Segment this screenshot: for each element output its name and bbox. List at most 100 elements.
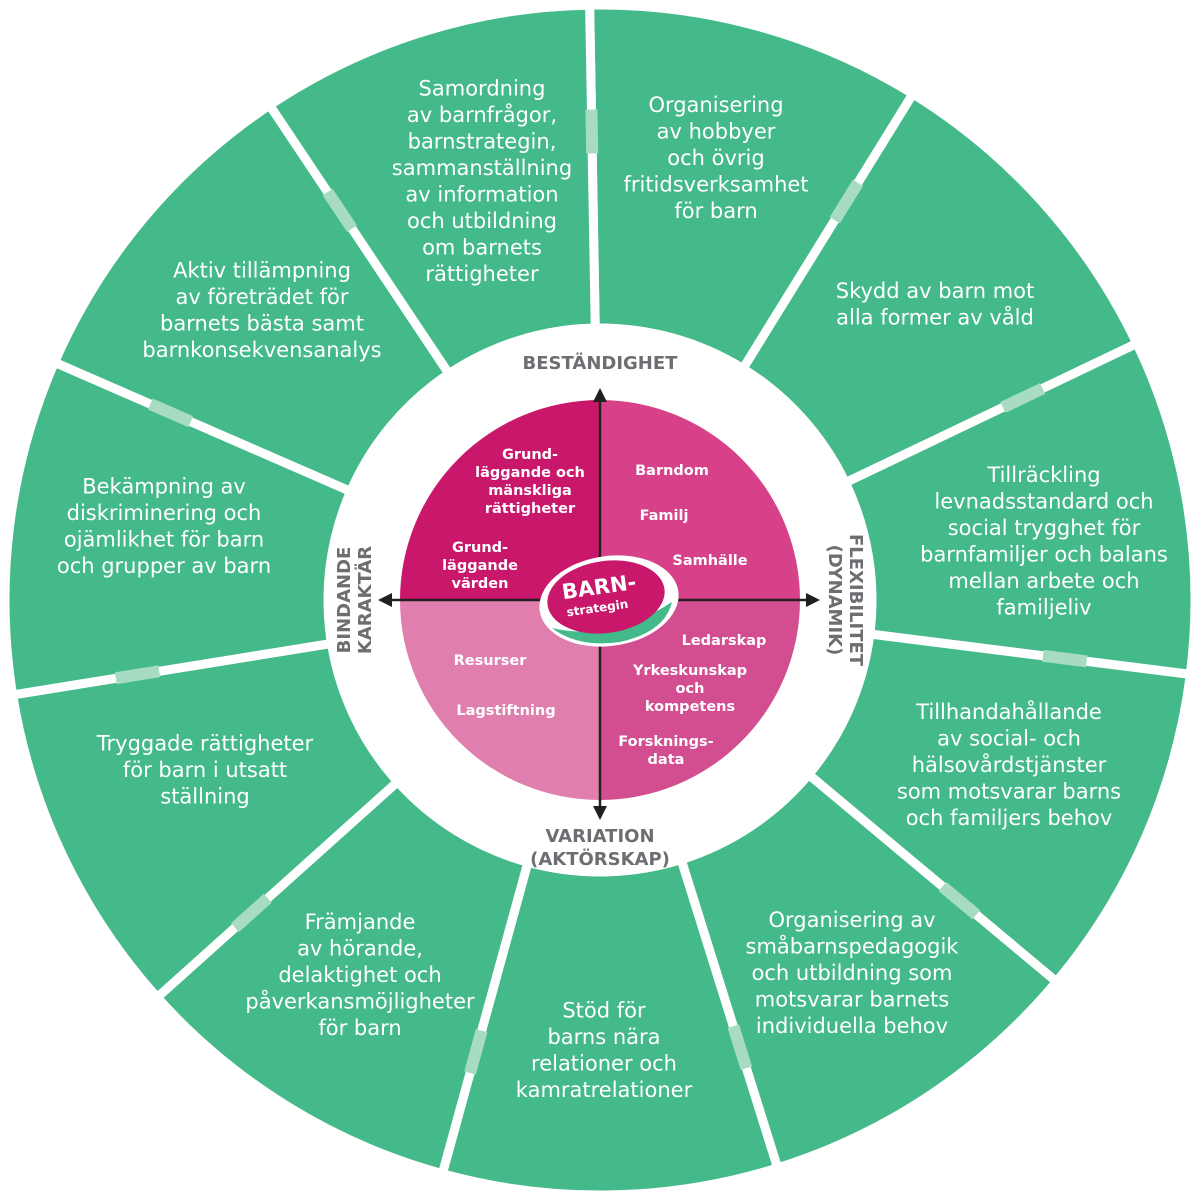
segment-label-line: Organisering av	[768, 908, 935, 932]
quadrant-label-line: Yrkeskunskap	[632, 663, 747, 679]
axis-labels: BESTÄNDIGHET VARIATION (AKTÖRSKAP) BINDA…	[334, 352, 866, 870]
gap-accent	[1042, 649, 1088, 668]
quadrant-label: Yrkeskunskap och kompetens	[632, 663, 747, 715]
gap-accent	[1000, 383, 1046, 413]
segment-label-line: Organisering	[648, 93, 783, 117]
segment-label-line: och övrig	[667, 146, 764, 170]
quadrant-label: Forsknings-data	[618, 734, 713, 768]
segment-label-line: social trygghet för	[948, 516, 1141, 540]
gap-accent	[147, 398, 194, 428]
quadrant-label-line: Barndom	[635, 463, 709, 479]
wheel-segment	[436, 853, 784, 1200]
logo-green-swoosh	[552, 602, 672, 644]
wheel-segment	[839, 337, 1200, 680]
axis-label-bottom-1: VARIATION	[545, 826, 654, 847]
quadrant-label-line: Lagstiftning	[456, 703, 555, 719]
segment-label-line: av företrädet för	[175, 285, 348, 309]
quadrant-label-line: läggande	[442, 558, 518, 574]
segment-label-line: diskriminering och	[67, 501, 262, 525]
segment-gap-marks	[114, 109, 1088, 1075]
segment-label-line: och grupper av barn	[57, 554, 271, 578]
quadrant-label-line: data	[648, 752, 685, 768]
segment-label-line: Tillhandahållande	[915, 699, 1102, 724]
wheel-segment	[263, 0, 600, 381]
segment-label-line: alla former av våld	[836, 304, 1034, 329]
quadrant-label: Ledarskap	[682, 633, 767, 649]
quadrant-label: Barndom	[635, 463, 709, 479]
gap-accent	[464, 1028, 488, 1075]
segment-label-line: mellan arbete och	[948, 569, 1139, 593]
quadrant-top-left	[400, 400, 600, 600]
segment-label-line: Tillräckling	[986, 463, 1100, 487]
segment-label-line: familjeliv	[996, 595, 1091, 619]
quadrant-label: Samhälle	[672, 553, 747, 569]
segment-label-line: av hobbyer	[657, 120, 776, 144]
segment-label-line: Främjande	[305, 910, 416, 934]
segment-label-line: påverkansmöjligheter	[245, 989, 475, 1014]
segment-label-line: och utbildning som	[752, 961, 953, 985]
quadrant-label: Resurser	[454, 653, 528, 669]
segment-label-line: för barn	[674, 199, 757, 223]
segment-label-line: av social- och	[937, 727, 1081, 751]
arrow-up-icon	[593, 388, 607, 402]
segment-label-line: för barn i utsatt	[123, 758, 287, 782]
segment-label-line: levnadsstandard och	[934, 489, 1153, 513]
quadrant-label-line: Familj	[640, 508, 689, 524]
axis-label-bottom-2: (AKTÖRSKAP)	[530, 848, 670, 870]
segment-label-line: Skydd av barn mot	[836, 279, 1034, 303]
arrow-right-icon	[806, 593, 820, 607]
segment-label-line: barnstrategin,	[408, 129, 557, 153]
gap-accent	[829, 179, 864, 224]
axis-label-right-2: (DYNAMIK)	[824, 545, 845, 656]
segment-label-line: barns nära	[547, 1025, 660, 1049]
axis-label-left-1: BINDANDE	[334, 547, 355, 654]
quadrant-label-line: rättigheter	[485, 501, 576, 517]
segment-label-line: av barnfrågor,	[407, 102, 557, 127]
segment-label-line: av hörande,	[297, 937, 423, 961]
segment-label-line: Stöd för	[562, 998, 646, 1022]
quadrant-label-line: Grund-	[502, 447, 558, 463]
segment-label-line: fritidsverksamhet	[623, 173, 808, 197]
segment-label-line: rättigheter	[425, 262, 539, 286]
segment-label-line: Samordning	[419, 76, 546, 100]
wheel-segment	[48, 98, 456, 498]
quadrant-label-line: och	[676, 681, 705, 697]
quadrant-label-line: mänskliga	[488, 483, 572, 499]
gap-accent	[938, 881, 981, 920]
quadrant-label: Lagstiftning	[456, 703, 555, 719]
gap-accent	[230, 893, 272, 933]
quadrant-top-right	[600, 400, 800, 600]
segment-label-line: relationer och	[531, 1051, 677, 1075]
segment-label-line: Bekämpning av	[82, 474, 246, 498]
quadrant-label-line: kompetens	[645, 699, 735, 715]
segment-label-line: delaktighet och	[278, 963, 441, 987]
wheel-segment	[7, 638, 404, 1004]
segment-label-line: sammanställning	[392, 156, 572, 180]
axis-label-right-1: FLEXIBILITET	[845, 534, 866, 667]
segment-label-line: ojämlikhet för barn	[64, 527, 264, 551]
gap-accent	[727, 1024, 753, 1070]
quadrant-label-line: Forsknings-	[618, 734, 713, 750]
wheel-segment	[675, 768, 1063, 1174]
segment-label-line: kamratrelationer	[516, 1078, 693, 1102]
wheel-segment	[802, 628, 1196, 989]
segment-label-line: individuella behov	[756, 1014, 948, 1038]
quadrant-label-line: Resurser	[454, 653, 528, 669]
axis-label-left-2: KARAKTÄR	[354, 546, 376, 654]
segment-label-line: ställning	[160, 785, 250, 809]
arrow-down-icon	[593, 806, 607, 820]
segment-label-line: för barn	[318, 1016, 401, 1040]
quadrant-label-line: Grund-	[452, 540, 508, 556]
